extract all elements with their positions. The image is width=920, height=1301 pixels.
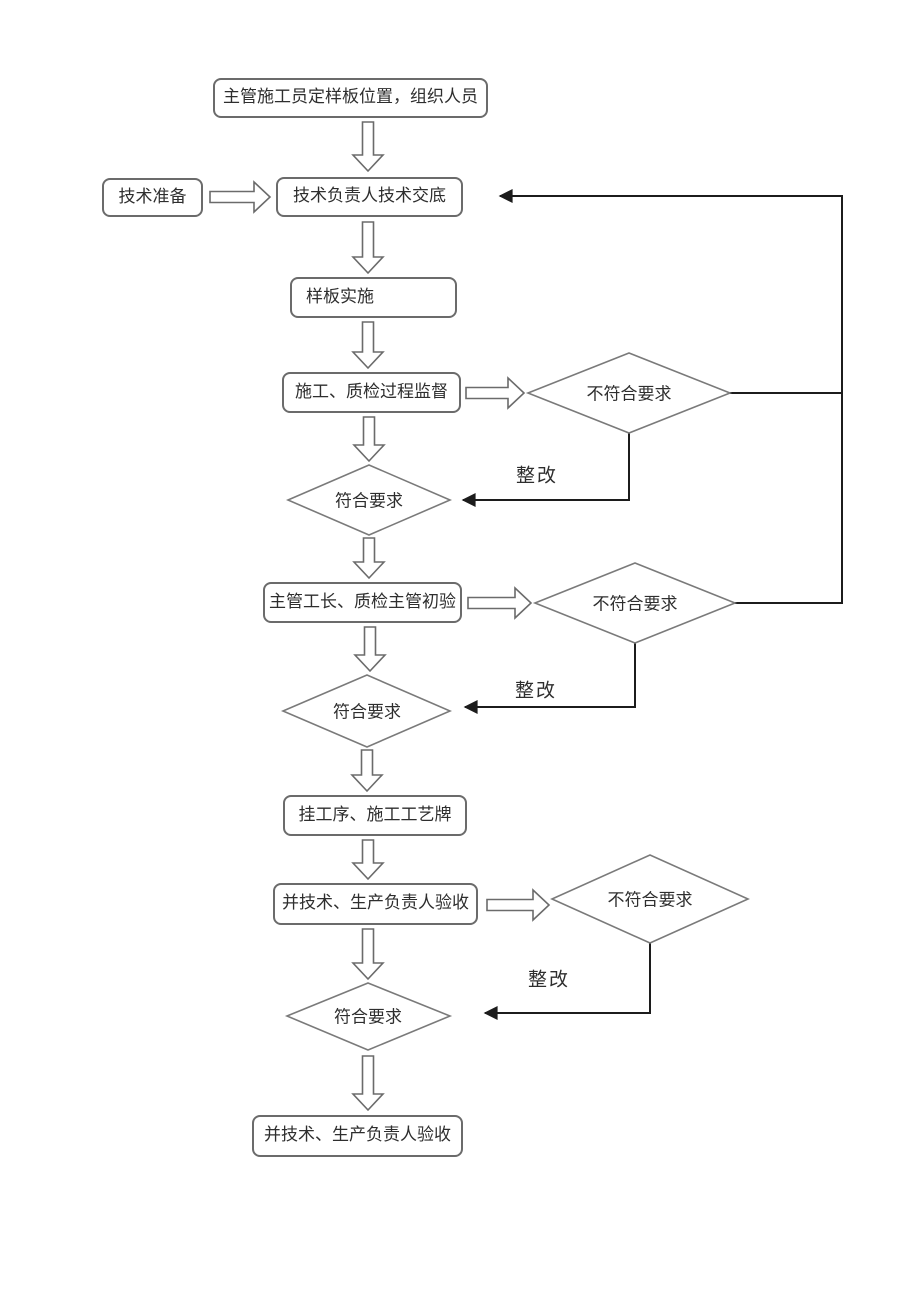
down-arrow-signboard-to-acceptance — [351, 839, 385, 881]
diamond-pass-check-1 — [285, 464, 453, 536]
node-tech-production-acceptance: 并技术、生产负责人验收 — [273, 883, 478, 925]
edge-label-rectify-3: 整改 — [527, 968, 571, 991]
rectify1-arrow — [461, 433, 630, 507]
down-arrow-disclosure-to-sample — [351, 221, 385, 275]
node-sample-impl: 样板实施 — [290, 277, 457, 318]
label-fail-check-3: 不符合要求 — [607, 890, 693, 911]
edge-label-rectify-1: 整改 — [515, 464, 559, 487]
node-process-sign-board: 挂工序、施工工艺牌 — [283, 795, 467, 836]
right-arrow-foreman-to-fail2 — [467, 586, 533, 620]
down-arrow-start-to-disclosure — [351, 121, 385, 173]
label-fail-check-2: 不符合要求 — [592, 594, 678, 615]
label-fail-check-1: 不符合要求 — [586, 384, 672, 405]
node-tech-disclosure: 技术负责人技术交底 — [276, 177, 463, 217]
node-tech-prep: 技术准备 — [102, 178, 203, 217]
node-final-acceptance: 并技术、生产负责人验收 — [252, 1115, 463, 1157]
label-pass-check-1: 符合要求 — [335, 491, 403, 512]
label-pass-check-2: 符合要求 — [333, 702, 401, 723]
down-arrow-pass3-to-final — [351, 1055, 385, 1112]
right-arrow-acceptance-to-fail3 — [486, 888, 551, 922]
down-arrow-acceptance-to-pass3 — [351, 928, 385, 981]
node-foreman-initial-check: 主管工长、质检主管初验 — [263, 582, 462, 623]
return-rail-to-disclosure-arrow — [498, 189, 843, 603]
edge-label-rectify-2: 整改 — [514, 679, 558, 702]
down-arrow-supervision-to-pass1 — [352, 416, 386, 463]
diamond-fail-check-2 — [532, 562, 738, 644]
right-arrow-supervision-to-fail1 — [465, 376, 526, 410]
down-arrow-foreman-to-pass2 — [353, 626, 387, 673]
diamond-pass-check-2 — [280, 674, 453, 748]
down-arrow-pass2-to-signboard — [350, 749, 384, 793]
diamond-pass-check-3 — [284, 982, 453, 1051]
node-start: 主管施工员定样板位置，组织人员 — [213, 78, 488, 118]
down-arrow-pass1-to-foreman — [352, 537, 386, 580]
label-pass-check-3: 符合要求 — [334, 1007, 402, 1028]
node-process-supervision: 施工、质检过程监督 — [282, 372, 461, 413]
rectify2-arrow — [463, 643, 636, 714]
down-arrow-sample-to-supervision — [351, 321, 385, 370]
diamond-fail-check-1 — [525, 352, 733, 434]
rectify3-arrow — [483, 943, 651, 1020]
diamond-fail-check-3 — [550, 854, 750, 944]
right-arrow-prep-to-disclosure — [209, 180, 272, 214]
